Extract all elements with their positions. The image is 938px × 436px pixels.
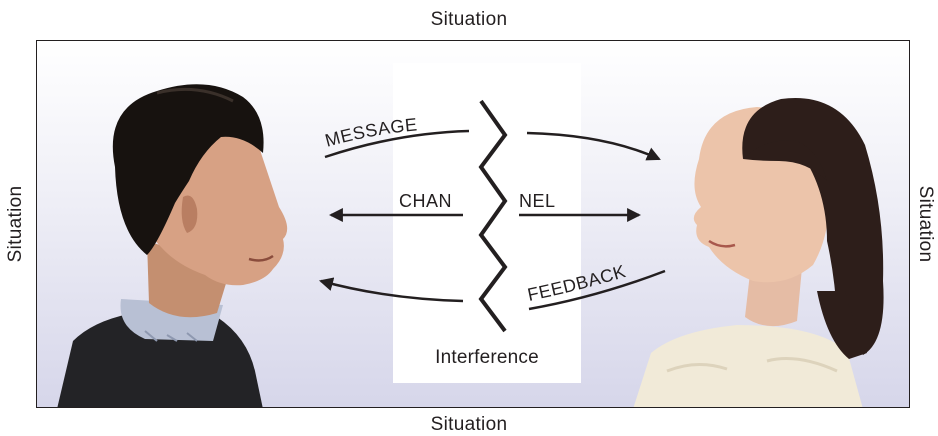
situation-label-bottom: Situation bbox=[430, 414, 508, 435]
situation-label-top: Situation bbox=[430, 9, 508, 30]
situation-label-left: Situation bbox=[5, 185, 26, 263]
feedback-arrow-left bbox=[318, 277, 464, 303]
feedback-arrow-right bbox=[528, 269, 666, 311]
channel-label-right: NEL bbox=[519, 191, 556, 211]
interference-zigzag bbox=[478, 99, 508, 333]
message-label: MESSAGE bbox=[323, 114, 418, 150]
situation-label-right: Situation bbox=[915, 185, 936, 263]
people-illustration bbox=[57, 84, 884, 407]
receiver-woman-figure bbox=[633, 97, 884, 407]
channel-label-left: CHAN bbox=[399, 191, 453, 211]
interference-panel bbox=[393, 63, 581, 383]
message-arrow-left bbox=[324, 129, 470, 159]
sender-man-figure bbox=[57, 84, 288, 407]
communication-flow-lines: MESSAGE FEEDBACK bbox=[318, 99, 666, 333]
message-arrow-right bbox=[526, 131, 661, 161]
communication-diagram-frame: MESSAGE FEEDBACK CHAN NEL Interference bbox=[36, 40, 910, 408]
interference-label: Interference bbox=[435, 347, 539, 368]
